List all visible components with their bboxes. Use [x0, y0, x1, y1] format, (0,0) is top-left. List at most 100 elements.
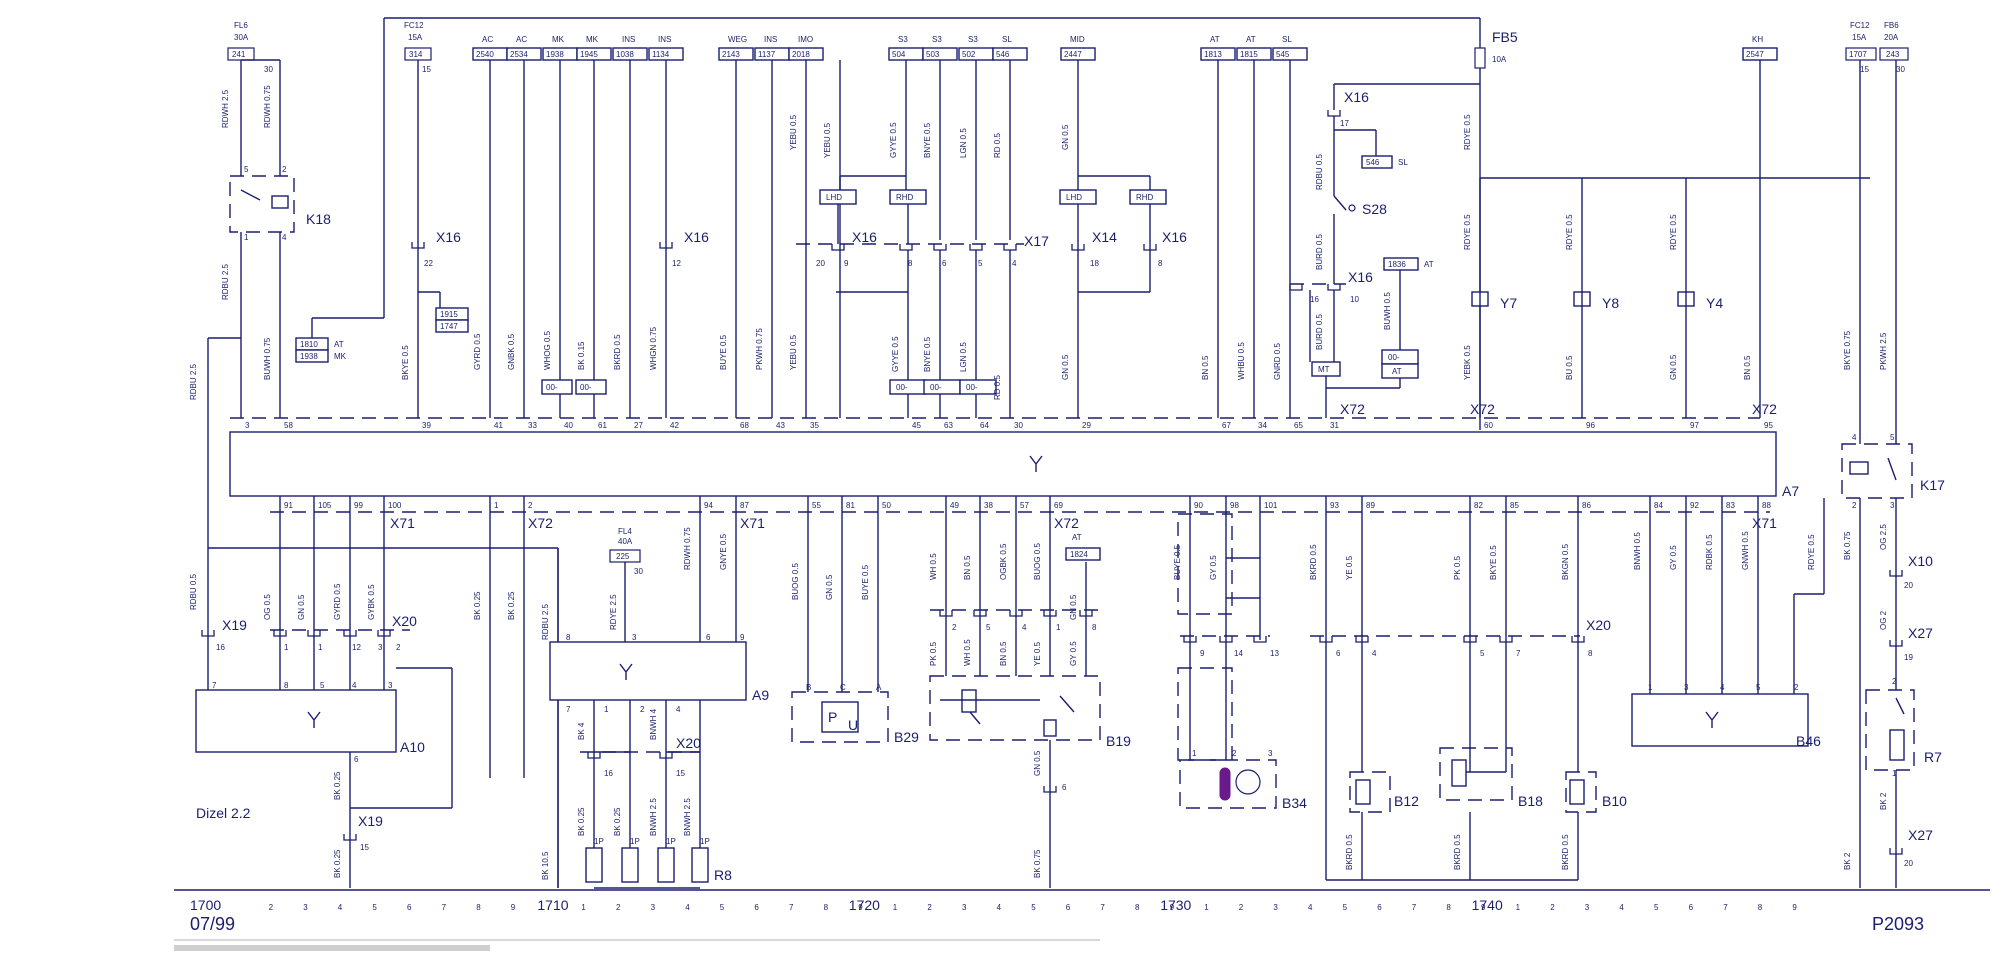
fuse-fl4: FL4 40A 225 30 RDYE 2.5 [609, 527, 643, 642]
ruler-digit: 5 [1654, 903, 1659, 912]
svg-text:2: 2 [396, 643, 401, 652]
a7-pin: 65 [1294, 421, 1303, 430]
svg-text:PKWH 2.5: PKWH 2.5 [1879, 332, 1888, 370]
mid-lhd-rhd: LHD RHD X14 X16 18 8 GN 0.5 GN 0.5 [1059, 60, 1187, 418]
svg-text:15: 15 [676, 769, 685, 778]
svg-text:12: 12 [352, 643, 361, 652]
ref-tag: S3 [968, 35, 978, 44]
svg-text:C: C [840, 683, 846, 692]
ref-num: 1038 [616, 50, 634, 59]
svg-text:B46: B46 [1796, 733, 1821, 749]
svg-text:00-: 00- [546, 383, 558, 392]
svg-text:R7: R7 [1924, 749, 1942, 765]
wires-r8: BK 10.5 BK 4 BNWH 4 BK 0.25 BK 0.25 BNWH… [541, 700, 701, 889]
svg-text:RDYE 0.5: RDYE 0.5 [1565, 214, 1574, 250]
a7-pin: 40 [564, 421, 573, 430]
a7-pin: 69 [1054, 501, 1063, 510]
svg-text:BU 0.5: BU 0.5 [1565, 355, 1574, 380]
svg-text:5: 5 [986, 623, 991, 632]
svg-text:GNRD 0.5: GNRD 0.5 [1273, 343, 1282, 380]
svg-text:RDYE 0.5: RDYE 0.5 [1807, 534, 1816, 570]
a7-pin: 87 [740, 501, 749, 510]
ruler-digit: 8 [1446, 903, 1451, 912]
ruler-digit: 4 [685, 903, 690, 912]
svg-text:B34: B34 [1282, 795, 1307, 811]
ref-num: 2547 [1746, 50, 1764, 59]
svg-text:BUWH 0.5: BUWH 0.5 [1383, 292, 1392, 330]
svg-text:BKRD 0.5: BKRD 0.5 [1345, 834, 1354, 870]
wire-labels-s3: YEBU 0.5 GYYE 0.5 BNYE 0.5 LGN 0.5 RD 0.… [823, 122, 1002, 400]
ruler-digit: 3 [1273, 903, 1278, 912]
a7-pin: 45 [912, 421, 921, 430]
svg-text:GYYE 0.5: GYYE 0.5 [891, 336, 900, 372]
wires-b29: BUOG 0.5 GN 0.5 BUYE 0.5 [791, 496, 879, 692]
svg-text:00-: 00- [896, 383, 908, 392]
ruler-digit: 2 [927, 903, 932, 912]
svg-text:GN 0.5: GN 0.5 [1033, 750, 1042, 776]
svg-text:30: 30 [634, 567, 643, 576]
ref-box-2447: MID 2447 [1060, 35, 1096, 61]
svg-text:B29: B29 [894, 729, 919, 745]
ref-1824: AT 1824 [1065, 533, 1101, 561]
a7-pin: 105 [318, 501, 332, 510]
svg-text:FL4: FL4 [618, 527, 632, 536]
svg-text:30A: 30A [234, 33, 249, 42]
svg-text:1810: 1810 [300, 340, 318, 349]
svg-text:BNWH 4: BNWH 4 [649, 708, 658, 740]
svg-text:15: 15 [422, 65, 431, 74]
svg-text:RDBU 0.5: RDBU 0.5 [189, 573, 198, 610]
a7-pin: 64 [980, 421, 989, 430]
svg-text:6: 6 [1336, 649, 1341, 658]
ruler-digit: 8 [476, 903, 481, 912]
svg-text:U: U [848, 717, 858, 733]
ruler-digit: 4 [338, 903, 343, 912]
svg-text:1P: 1P [594, 837, 604, 846]
a7-pin: 67 [1222, 421, 1231, 430]
svg-text:BKRD 0.5: BKRD 0.5 [613, 334, 622, 370]
a7-pin: 94 [704, 501, 713, 510]
svg-text:3: 3 [1890, 501, 1895, 510]
wires-b46: BNWH 0.5 GY 0.5 RDBK 0.5 GNWH 0.5 RDYE 0… [1633, 496, 1825, 694]
svg-text:30: 30 [1896, 65, 1905, 74]
ref-tag: SL [1002, 35, 1012, 44]
svg-text:PK 0.5: PK 0.5 [1453, 555, 1462, 580]
svg-text:BK 2: BK 2 [1843, 852, 1852, 870]
svg-text:BK 0.25: BK 0.25 [333, 849, 342, 878]
svg-text:BNWH 2.5: BNWH 2.5 [683, 798, 692, 836]
ref-tag: MID [1070, 35, 1085, 44]
svg-text:GN 0.5: GN 0.5 [1061, 354, 1070, 380]
svg-text:GY 0.5: GY 0.5 [1669, 545, 1678, 570]
svg-text:X72: X72 [1340, 401, 1365, 417]
svg-text:1836: 1836 [1388, 260, 1406, 269]
svg-text:1824: 1824 [1070, 550, 1088, 559]
ref-num: 504 [892, 50, 906, 59]
connector-b19-row: 2 5 4 1 8 [930, 609, 1100, 632]
svg-text:K17: K17 [1920, 477, 1945, 493]
svg-text:GN 0.5: GN 0.5 [825, 574, 834, 600]
a7-pin: 91 [284, 501, 293, 510]
ruler-digit: 6 [1689, 903, 1694, 912]
ruler-section: 1740 [1472, 897, 1503, 913]
ruler-section: 1730 [1160, 897, 1191, 913]
ref-tag: WEG [728, 35, 747, 44]
connector-x16-a: X16 22 [411, 229, 461, 268]
ref-tag: AC [516, 35, 527, 44]
svg-text:15: 15 [360, 843, 369, 852]
svg-text:RHD: RHD [896, 193, 914, 202]
svg-text:8: 8 [1588, 649, 1593, 658]
svg-text:241: 241 [232, 50, 246, 59]
a7-pin: 96 [1586, 421, 1595, 430]
svg-text:18: 18 [1090, 259, 1099, 268]
svg-text:8: 8 [566, 633, 571, 642]
wires-s3 [839, 60, 1011, 418]
svg-text:GYRD 0.5: GYRD 0.5 [333, 583, 342, 620]
svg-text:BUYE 0.5: BUYE 0.5 [861, 564, 870, 600]
ref-num: 2447 [1064, 50, 1082, 59]
svg-text:15A: 15A [1852, 33, 1867, 42]
svg-text:BKYE 0.5: BKYE 0.5 [401, 345, 410, 380]
